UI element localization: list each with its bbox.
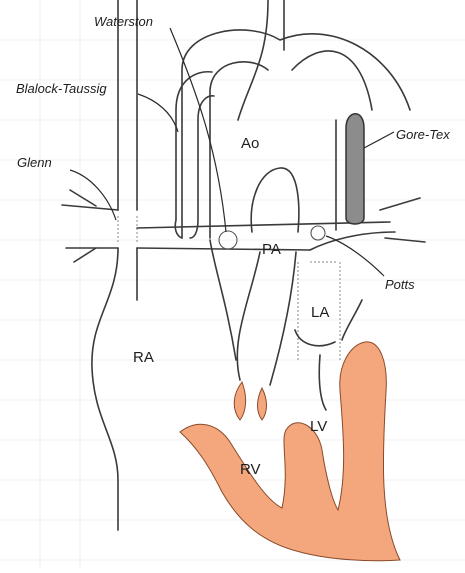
blalock-taussig-shunt bbox=[175, 72, 214, 238]
aorta-outline bbox=[182, 0, 410, 360]
left-ventricle-label: LV bbox=[310, 418, 327, 435]
gore-tex-leader bbox=[364, 132, 394, 148]
potts-label: Potts bbox=[385, 277, 415, 292]
right-ventricle-label: RV bbox=[240, 461, 261, 478]
pulmonary-artery-label: PA bbox=[262, 241, 281, 258]
glenn-label: Glenn bbox=[17, 155, 52, 170]
waterston-label: Waterston bbox=[94, 14, 153, 29]
left-atrium-label: LA bbox=[311, 304, 329, 321]
ventricle-myocardium bbox=[180, 342, 400, 561]
gore-tex-graft bbox=[346, 114, 364, 224]
potts-leader bbox=[326, 236, 384, 276]
potts-site bbox=[311, 226, 325, 240]
gore-tex-label: Gore-Tex bbox=[396, 127, 450, 142]
blalock-taussig-leader bbox=[138, 94, 178, 132]
blalock-taussig-label: Blalock-Taussig bbox=[16, 81, 107, 96]
aorta-label: Ao bbox=[241, 135, 259, 152]
right-atrium-label: RA bbox=[133, 349, 154, 366]
glenn-anastomosis bbox=[62, 190, 137, 262]
valve-leaflets bbox=[234, 382, 266, 420]
shunt-labels: Waterston Blalock-Taussig Glenn Gore-Tex… bbox=[16, 14, 450, 292]
